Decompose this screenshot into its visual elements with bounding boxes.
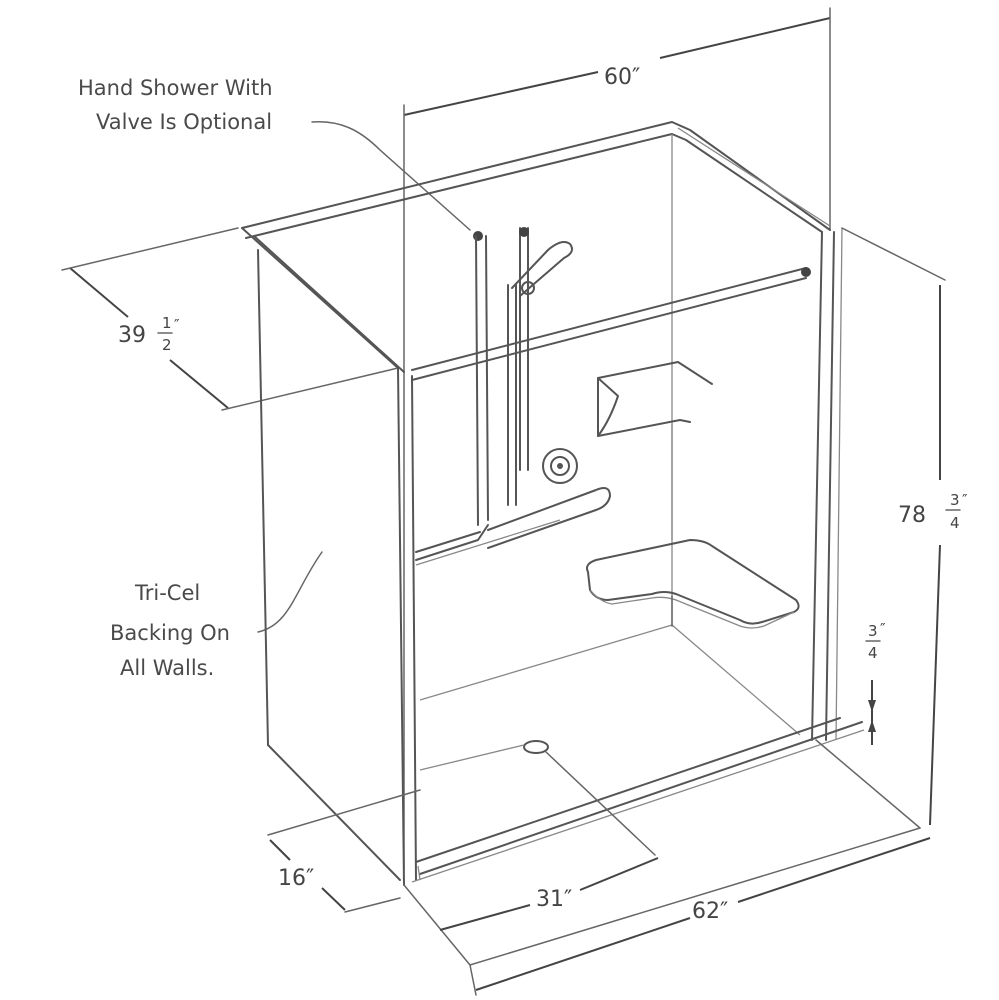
svg-text:4: 4 <box>868 644 878 662</box>
dimension-height: 78 3 4 ″ <box>841 227 968 826</box>
hand-shower <box>507 227 573 506</box>
svg-text:″: ″ <box>174 316 180 334</box>
shower-valve <box>542 448 578 484</box>
height-whole-label: 78 <box>898 503 926 528</box>
dimension-drain-offset: 16″ <box>267 789 421 913</box>
dimension-threshold: 3 4 ″ <box>865 620 886 745</box>
dimension-31-label: 31″ <box>536 887 572 912</box>
callout-hand-shower: Hand Shower With Valve Is Optional <box>78 76 471 231</box>
callout-backing: Tri-Cel Backing On All Walls. <box>110 551 323 680</box>
svg-text:″: ″ <box>880 620 886 638</box>
svg-text:1: 1 <box>162 314 172 332</box>
callout-hand-shower-line2: Valve Is Optional <box>96 110 272 134</box>
svg-text:4: 4 <box>950 514 960 532</box>
dimension-bottom-width: 62″ <box>469 837 931 996</box>
callout-backing-line1: Tri-Cel <box>134 581 200 605</box>
svg-text:3: 3 <box>950 491 960 509</box>
shower-enclosure <box>241 121 921 966</box>
callout-backing-line3: All Walls. <box>120 656 214 680</box>
grab-bar-upper <box>411 267 811 381</box>
shower-seat <box>586 539 800 629</box>
dimension-drain-center: 31″ <box>439 857 659 931</box>
svg-text:2: 2 <box>162 336 172 354</box>
dimension-16-label: 16″ <box>278 866 314 891</box>
callout-backing-line2: Backing On <box>110 621 230 645</box>
callout-hand-shower-line1: Hand Shower With <box>78 76 273 100</box>
svg-text:3: 3 <box>868 622 878 640</box>
svg-text:″: ″ <box>962 491 968 509</box>
soap-dish <box>597 361 713 540</box>
dimension-60-label: 60″ <box>604 65 640 90</box>
grab-bar-lower <box>487 487 611 549</box>
depth-whole-label: 39 <box>118 323 146 348</box>
vertical-grab-bar <box>415 231 489 561</box>
drain <box>419 740 656 856</box>
dimension-depth: 39 1 2 ″ <box>61 227 399 411</box>
dimension-top-width: 60″ <box>403 7 831 871</box>
dimension-62-label: 62″ <box>692 899 728 924</box>
